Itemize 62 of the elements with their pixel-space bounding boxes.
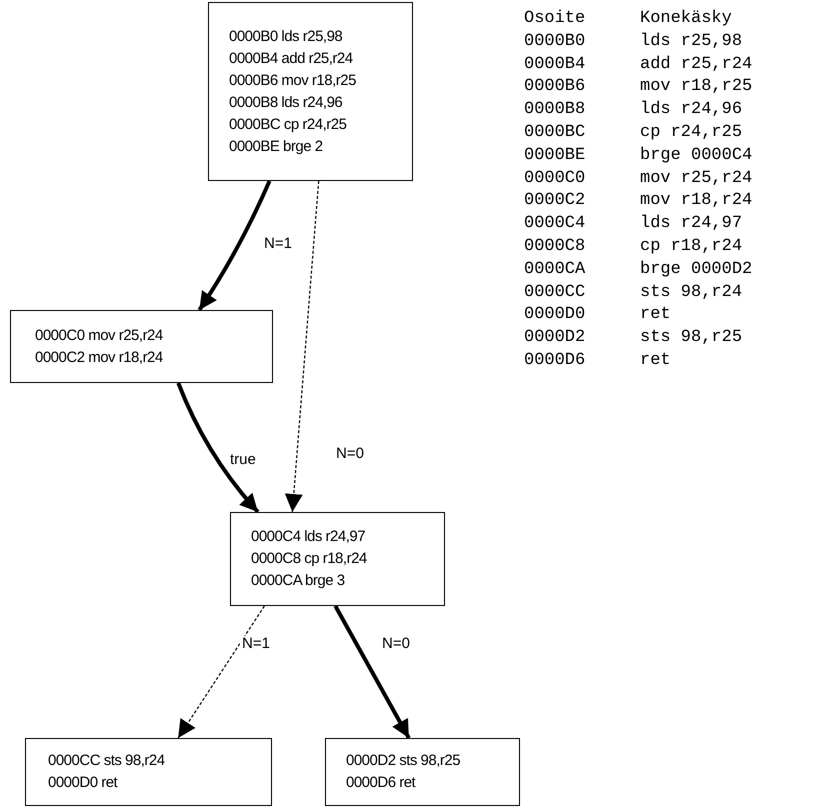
edge-label: N=1 [262, 236, 294, 251]
arrow [198, 180, 272, 312]
instruction-line: 0000D2 sts 98,r25 [346, 751, 462, 771]
instruction-line: 0000D6 ret [346, 773, 416, 793]
address-text: 0000B8 [524, 99, 586, 122]
instruction-line: 0000B8 lds r24,96 [229, 92, 344, 112]
instruction-text: mov r18,r25 [640, 76, 752, 98]
instruction-line: 0000C8 cp r18,r24 [251, 549, 368, 569]
address-text: 0000C2 [524, 190, 586, 212]
address-text: 0000C8 [524, 236, 586, 258]
address-text: 0000BE [524, 144, 586, 167]
address-text: 0000CC [524, 282, 586, 304]
address-text: 0000B6 [524, 76, 586, 98]
instruction-text: ret [640, 304, 671, 326]
edge-label: true [228, 452, 258, 467]
arrow [284, 180, 320, 512]
instruction-text: cp r24,r25 [640, 122, 742, 144]
instruction-text: mov r25,r24 [640, 168, 752, 190]
instruction-text: brge 0000D2 [640, 258, 752, 281]
column-header: Osoite [524, 8, 586, 30]
code-block-box [230, 512, 445, 606]
address-text: 0000BC [524, 122, 586, 144]
instruction-line: 0000C2 mov r18,r24 [35, 348, 164, 368]
instruction-text: brge 0000C4 [640, 144, 752, 167]
instruction-text: add r25,r24 [640, 54, 752, 76]
edge-label: N=0 [334, 446, 366, 461]
instruction-line: 0000BE brge 2 [229, 136, 324, 156]
address-text: 0000D2 [524, 327, 586, 350]
address-text: 0000D0 [524, 304, 586, 326]
instruction-line: 0000CA brge 3 [251, 571, 346, 591]
edge-label: N=1 [240, 636, 272, 651]
column-header: Konekäsky [640, 8, 732, 30]
address-text: 0000C0 [524, 168, 586, 190]
instruction-line: 0000C0 mov r25,r24 [35, 326, 164, 346]
arrow [334, 605, 411, 739]
instruction-line: 0000BC cp r24,r25 [229, 114, 348, 134]
address-text: 0000B0 [524, 30, 586, 53]
instruction-line: 0000B4 add r25,r24 [229, 48, 354, 68]
address-text: 0000D6 [524, 350, 586, 372]
arrow [176, 382, 260, 514]
edge-label: N=0 [380, 636, 412, 651]
instruction-text: lds r24,97 [640, 213, 742, 236]
instruction-line: 0000D0 ret [48, 773, 118, 793]
code-block-box [10, 310, 273, 383]
instruction-text: mov r18,r24 [640, 190, 752, 212]
address-text: 0000CA [524, 258, 586, 281]
instruction-text: lds r24,96 [640, 99, 742, 122]
arrow [178, 606, 265, 738]
code-block-box [25, 738, 272, 806]
instruction-line: 0000C4 lds r24,97 [251, 527, 366, 547]
instruction-text: lds r25,98 [640, 30, 742, 53]
instruction-text: ret [640, 350, 671, 372]
instruction-line: 0000CC sts 98,r24 [48, 751, 166, 771]
instruction-line: 0000B6 mov r18,r25 [229, 70, 357, 90]
instruction-text: sts 98,r24 [640, 282, 742, 304]
instruction-text: cp r18,r24 [640, 236, 742, 258]
code-block-box [325, 738, 520, 806]
code-block-box [208, 2, 413, 181]
address-text: 0000B4 [524, 54, 586, 76]
address-text: 0000C4 [524, 213, 586, 236]
instruction-text: sts 98,r25 [640, 327, 742, 350]
instruction-line: 0000B0 lds r25,98 [229, 26, 344, 46]
